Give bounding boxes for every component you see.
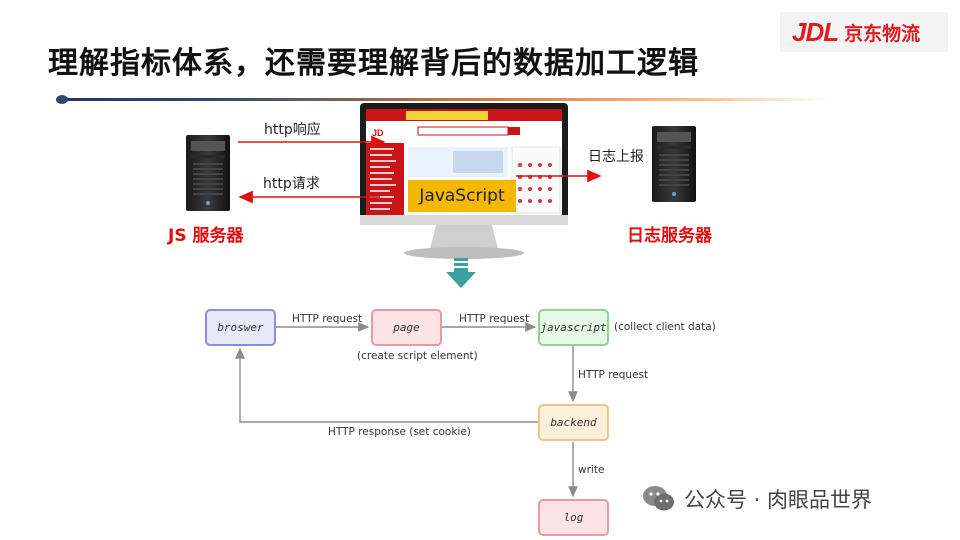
logo-mark: JDL bbox=[792, 16, 839, 47]
watermark: 公众号 · 肉眼品世界 bbox=[642, 484, 872, 514]
js-note-label: (collect client data) bbox=[614, 321, 716, 333]
page-note-label: (create script element) bbox=[357, 350, 478, 362]
flow-node-log: log bbox=[538, 499, 609, 536]
jdl-logo: JDL 京东物流 bbox=[780, 12, 948, 52]
down-arrow-icon bbox=[446, 258, 476, 288]
divider-dot bbox=[56, 95, 68, 104]
http-request-label: http请求 bbox=[263, 176, 320, 192]
js-server-icon bbox=[186, 135, 230, 211]
title-divider bbox=[60, 98, 830, 101]
flow-node-page: page bbox=[371, 309, 442, 346]
edge-label-js-backend: HTTP request bbox=[578, 369, 649, 381]
js-server-label: JS 服务器 bbox=[168, 226, 244, 246]
log-report-label: 日志上报 bbox=[588, 149, 644, 165]
flow-node-browser: broswer bbox=[205, 309, 276, 346]
watermark-text: 公众号 · 肉眼品世界 bbox=[684, 488, 873, 512]
edge-label-backend-log: write bbox=[578, 464, 605, 476]
edge-label-page-js: HTTP request bbox=[459, 313, 530, 325]
javascript-badge: JavaScript bbox=[408, 180, 516, 212]
edge-label-backend-browser: HTTP response (set cookie) bbox=[328, 426, 471, 438]
edge-backend-browser bbox=[235, 347, 538, 423]
flow-node-javascript: javascript bbox=[538, 309, 609, 346]
logo-text: 京东物流 bbox=[844, 22, 921, 45]
log-server-icon bbox=[652, 126, 696, 202]
log-server-label: 日志服务器 bbox=[627, 226, 712, 246]
wechat-icon bbox=[643, 486, 674, 511]
svg-text:JD: JD bbox=[372, 128, 384, 138]
page-title: 理解指标体系，还需要理解背后的数据加工逻辑 bbox=[48, 46, 699, 81]
http-response-label: http响应 bbox=[264, 122, 321, 138]
edge-label-browser-page: HTTP request bbox=[292, 313, 363, 325]
flow-node-backend: backend bbox=[538, 404, 609, 441]
